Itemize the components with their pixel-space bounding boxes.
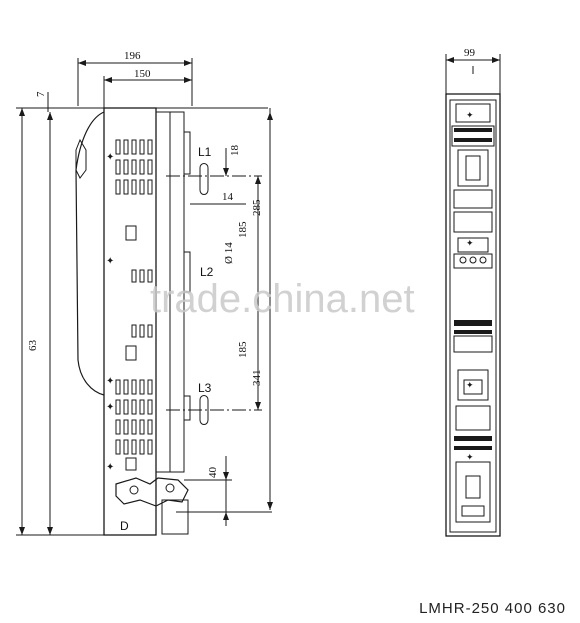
dim-40: 40 [207,467,219,479]
svg-text:✦: ✦ [466,110,474,120]
label-l2: L2 [200,265,214,279]
svg-text:✦: ✦ [106,376,114,387]
vent-slots-lower [115,379,153,455]
svg-text:✦: ✦ [106,402,114,413]
side-view: 196 150 7 63 [16,50,273,536]
dim-150: 150 [134,68,151,80]
svg-text:✦: ✦ [106,152,114,163]
dim-18: 18 [229,145,241,157]
svg-text:✦: ✦ [466,380,474,390]
svg-text:✦: ✦ [466,452,474,462]
watermark: trade.china.net [150,277,415,321]
dim-341: 341 [251,370,263,387]
dim-185-upper: 185 [237,221,249,238]
dim-7: 7 [35,91,47,97]
svg-text:✦: ✦ [466,238,474,248]
dim-14: 14 [222,191,234,203]
label-l1: L1 [198,145,212,159]
vent-slots-upper [115,139,153,195]
markers: ✦ ✦ ✦ ✦ ✦ [106,152,114,473]
model-title: LMHR-250 400 630 [419,600,566,617]
svg-text:✦: ✦ [106,462,114,473]
front-view: 99 ✦ ✦ ✦ ✦ [445,47,501,537]
dim-285: 285 [251,199,263,216]
dim-196: 196 [124,50,141,62]
dim-99: 99 [464,47,476,59]
dim-63: 63 [27,340,39,352]
dim-dia14: Ø 14 [223,242,235,264]
label-l3: L3 [198,381,212,395]
label-d: D [120,519,129,533]
vent-slots-middle [131,269,153,338]
svg-text:✦: ✦ [106,256,114,267]
dim-185-lower: 185 [237,341,249,358]
